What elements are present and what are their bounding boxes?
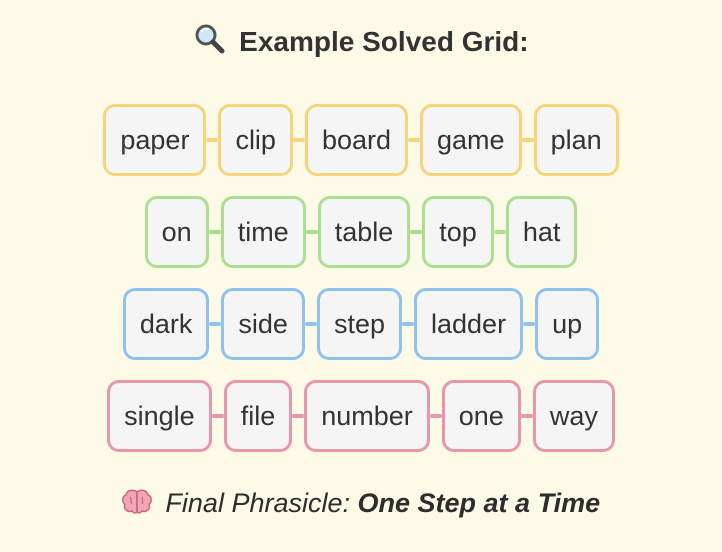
final-phrase-answer: One Step at a Time [357,488,601,518]
grid-row-2: on time table top hat [0,192,722,272]
word-tile: step [316,288,402,360]
connector [402,322,414,326]
title-text: Example Solved Grid: [239,26,529,57]
connector [520,414,533,418]
connector [429,414,442,418]
word-tile: dark [122,288,210,360]
word-tile: way [532,380,615,452]
connector [523,322,536,326]
word-tile: board [304,104,409,176]
word-tile: side [221,288,305,360]
connector [209,322,222,326]
word-tile: paper [103,104,207,176]
grid-row-3: dark side step ladder up [0,284,722,364]
connector [521,138,534,142]
connector [408,138,421,142]
word-tile: clip [218,104,293,176]
connector [410,230,423,234]
word-tile: time [220,196,306,268]
word-tile: one [441,380,521,452]
word-tile: ladder [414,288,524,360]
connector [304,322,317,326]
page-title: Example Solved Grid: [0,22,722,61]
word-tile: plan [533,104,619,176]
grid-row-4: single file number one way [0,376,722,456]
word-tile: on [144,196,209,268]
word-tile: single [107,380,212,452]
word-tile: file [223,380,293,452]
connector [206,138,219,142]
word-tile: game [420,104,522,176]
final-phrase: Final Phrasicle: One Step at a Time [0,488,722,522]
connector [292,414,305,418]
grid-row-1: paper clip board game plan [0,100,722,180]
word-tile: number [304,380,430,452]
magnifier-icon [193,22,225,61]
word-tile: hat [505,196,578,268]
word-tile: table [317,196,411,268]
connector [305,230,318,234]
connector [493,230,506,234]
connector [208,230,221,234]
word-tile: top [422,196,494,268]
solved-grid: paper clip board game plan on time table… [0,100,722,468]
brain-icon [122,489,152,522]
connector [211,414,224,418]
connector [292,138,305,142]
final-phrase-label: Final Phrasicle: [165,488,350,518]
word-tile: up [535,288,600,360]
